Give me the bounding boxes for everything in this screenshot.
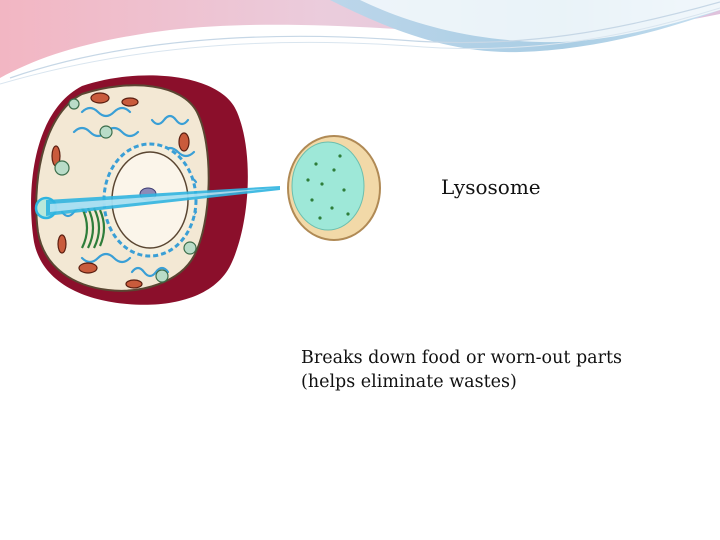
description-line-1: Breaks down food or worn-out parts [301,348,622,368]
mitochondria [51,92,190,289]
description-line-2: (helps eliminate wastes) [301,372,517,392]
vesicles [54,98,197,283]
header-line-2 [0,7,720,85]
lysosome-interior [291,141,365,231]
lysosome-enzymes [306,154,350,220]
header-white-sweep [360,0,720,43]
lysosome-label: Lysosome [441,175,541,199]
lysosome-pointer-inner [50,188,277,212]
cell-diagram [31,75,381,305]
description: Breaks down food or worn-out parts (help… [301,346,701,394]
header-swoosh [0,0,720,85]
header-line-1 [9,1,720,79]
